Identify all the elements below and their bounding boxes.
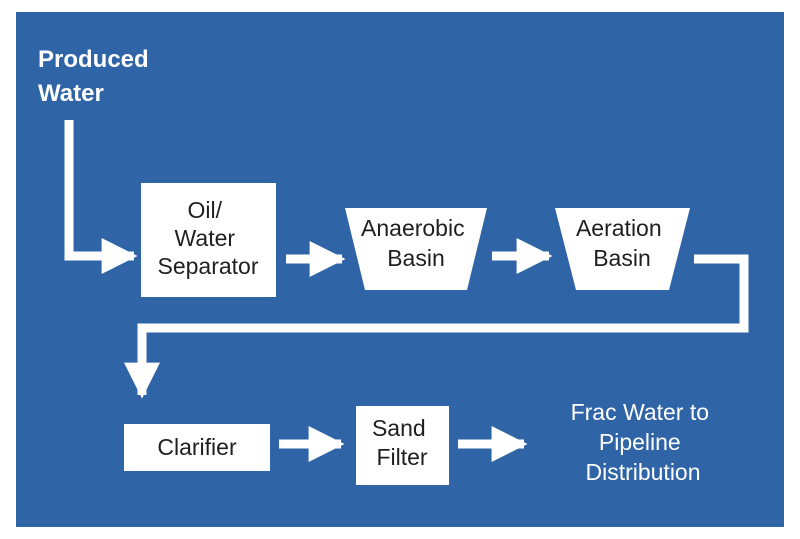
output-label-line: Frac Water to xyxy=(571,399,709,425)
clarifier-box xyxy=(124,424,270,471)
separator-label-line: Oil/ xyxy=(188,197,223,223)
anaerobic-basin-label: Anaerobic Basin xyxy=(361,215,471,271)
source-label-line: Produced xyxy=(38,46,149,73)
anaerobic-label-line: Basin xyxy=(387,245,445,271)
aeration-basin-label: Aeration Basin xyxy=(576,215,668,271)
anaerobic-label-line: Anaerobic xyxy=(361,215,465,241)
anaerobic-basin-shape xyxy=(345,208,487,290)
source-label-line: Water xyxy=(38,80,104,107)
sand-filter-label: Sand Filter xyxy=(372,415,432,470)
clarifier-label: Clarifier xyxy=(157,434,237,460)
aeration-label-line: Basin xyxy=(593,245,651,271)
aeration-basin-shape xyxy=(555,208,690,290)
oil-water-separator-box xyxy=(141,183,276,297)
separator-label-line: Water xyxy=(175,225,236,251)
flow-source-to-separator xyxy=(64,120,138,274)
clarifier-label-line: Clarifier xyxy=(157,434,237,460)
oil-water-separator-label: Oil/ Water Separator xyxy=(157,197,258,279)
source-label: Produced Water xyxy=(38,46,155,107)
sand-filter-label-line: Filter xyxy=(376,444,427,470)
output-label-line: Pipeline xyxy=(599,429,681,455)
separator-label-line: Separator xyxy=(157,253,258,279)
output-label-line: Distribution xyxy=(585,459,700,485)
sand-filter-box xyxy=(356,406,449,485)
sand-filter-label-line: Sand xyxy=(372,415,426,441)
flow-aeration-to-clarifier xyxy=(124,254,749,399)
aeration-label-line: Aeration xyxy=(576,215,662,241)
output-label: Frac Water to Pipeline Distribution xyxy=(571,399,716,485)
